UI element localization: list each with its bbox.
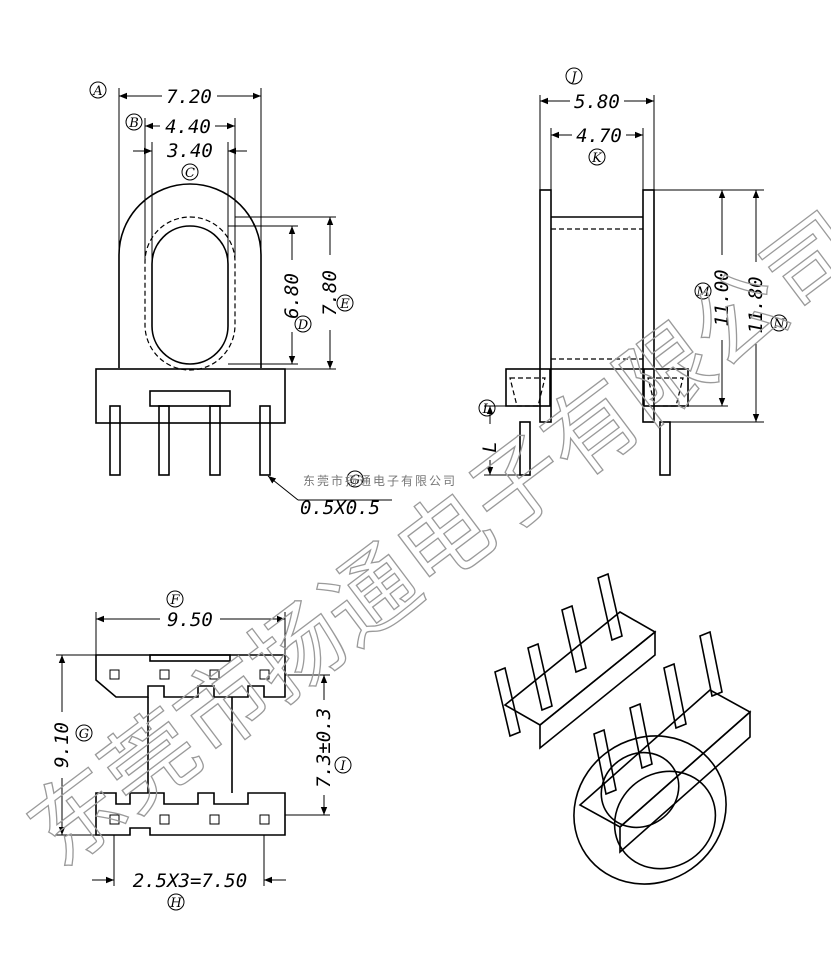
iso-pin [663,662,687,730]
iso-pin [597,572,623,642]
front-view: 7.20 A 4.40 B 3.40 C 6.80 D 7.80 E [89,81,392,519]
dim-i-letter: I [339,759,346,774]
iso-pin [593,728,617,796]
iso-pin [629,702,653,770]
pin-note-letter: G [350,473,360,488]
bottom-row-top [95,654,286,698]
dim-a-letter: A [92,84,102,99]
dim-k-value: 4.70 [576,125,622,147]
pin-note-value: 0.5X0.5 [300,497,380,519]
dim-j-value: 5.80 [574,91,620,113]
dim-g-value: 9.10 [51,722,73,768]
side-view: 5.80 J 4.70 K 11.00 M 11.80 N L L [478,67,788,476]
dim-l-letter: L [482,402,492,417]
iso-pin [561,604,587,674]
dim-f-letter: F [169,593,180,608]
side-flange-right [642,189,655,423]
dim-a-value: 7.20 [166,86,212,108]
iso-pin [527,642,553,712]
dim-m-letter: M [695,285,710,300]
isometric-view [494,572,752,885]
dim-d-value: 6.80 [281,273,303,319]
front-pin [158,405,170,476]
front-base [95,368,286,424]
side-pin-right [659,421,671,476]
front-core-hole [151,225,229,365]
dim-n-value: 11.80 [745,276,767,333]
iso-pin [699,630,723,698]
iso-pin [494,666,521,738]
dim-l-value: L [479,441,501,452]
side-flange-left [539,189,552,423]
bottom-row-bottom [95,792,286,836]
front-pin [259,405,271,476]
dim-e-letter: E [339,297,350,312]
front-pin [109,405,121,476]
dim-m-value: 11.00 [711,269,733,326]
front-core-dashed [144,216,236,371]
iso-bobbin-ring [573,735,727,885]
watermark-large: 东莞市扬通电子有限公司 [9,193,831,888]
dim-b-letter: B [128,116,139,131]
dim-f-value: 9.50 [167,609,213,631]
dim-c-value: 3.40 [166,140,213,162]
dim-n-letter: N [772,317,785,332]
front-arch [118,183,262,368]
dim-h-value: 2.5X3=7.50 [133,870,247,892]
watermark: 东莞市扬通电子有限公司 东莞市扬通电子有限公司 [8,192,831,888]
dim-g-letter: G [79,727,89,742]
bottom-view: 9.50 F 9.10 G 7.3±0.3 I 2.5X3=7.50 H [51,590,352,911]
dim-h-letter: H [169,896,182,911]
dim-c-letter: C [185,166,195,181]
dim-e-value: 7.80 [319,270,341,316]
watermark-small: 东莞市扬通电子有限公司 [303,473,457,488]
front-base-tab [149,390,231,407]
front-pin [209,405,221,476]
side-pin-left [519,421,531,476]
dim-b-value: 4.40 [165,116,211,138]
dim-d-letter: D [297,318,309,333]
dim-i-value: 7.3±0.3 [313,708,335,788]
dim-j-letter: J [568,70,577,85]
dim-k-letter: K [591,151,603,166]
